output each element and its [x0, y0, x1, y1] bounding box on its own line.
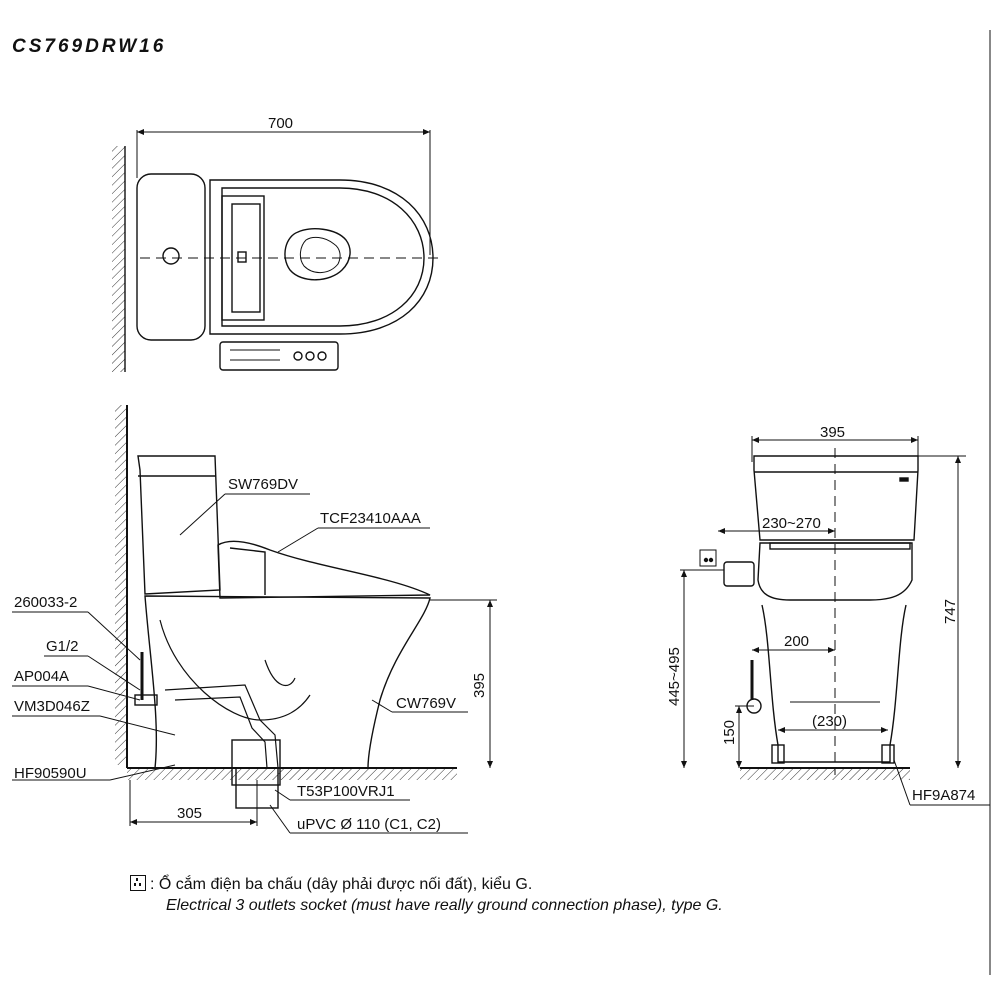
- label-tank: SW769DV: [228, 476, 298, 493]
- label-t53: T53P100VRJ1: [297, 783, 395, 800]
- socket-icon: [130, 875, 146, 891]
- side-wall-hatch: [115, 405, 127, 765]
- note-english: Electrical 3 outlets socket (must have r…: [166, 897, 723, 914]
- label-seat: TCF23410AAA: [320, 510, 421, 527]
- note-vietnamese-line: : Ổ cắm điện ba chấu (dây phải được nối …: [130, 874, 723, 895]
- dim-socket-offset: 230~270: [762, 515, 821, 532]
- side-seat: [217, 540, 431, 599]
- label-hf90590u: HF90590U: [14, 765, 87, 782]
- note-vietnamese: : Ổ cắm điện ba chấu (dây phải được nối …: [150, 876, 533, 893]
- dim-total-height: 747: [942, 599, 959, 624]
- top-width-label: 700: [268, 115, 293, 132]
- dim-rough-in: 305: [177, 805, 202, 822]
- dim-socket-height: 445~495: [666, 647, 683, 706]
- side-floor-hatch: [127, 768, 457, 780]
- label-vm3d: VM3D046Z: [14, 698, 90, 715]
- label-upvc: uPVC Ø 110 (C1, C2): [297, 816, 441, 833]
- label-g12: G1/2: [46, 638, 79, 655]
- side-bowl: [144, 595, 431, 769]
- front-view: [680, 436, 990, 806]
- top-view: [112, 129, 440, 372]
- top-seat-outline: [209, 179, 434, 335]
- dim-water-offset: 200: [784, 633, 809, 650]
- dim-front-width: 395: [820, 424, 845, 441]
- top-tank: [136, 173, 206, 341]
- top-wall-hatch: [112, 146, 125, 372]
- bowl-opening: [284, 228, 351, 281]
- model-title: CS769DRW16: [12, 36, 167, 57]
- side-tank: [137, 455, 221, 595]
- flush-button: [162, 247, 180, 265]
- dim-bolt-spacing: (230): [812, 713, 847, 730]
- label-hf9a874: HF9A874: [912, 787, 975, 804]
- front-pedestal: [761, 604, 907, 763]
- front-seat: [757, 542, 913, 601]
- socket-note: : Ổ cắm điện ba chấu (dây phải được nối …: [130, 874, 723, 916]
- label-260033: 260033-2: [14, 594, 77, 611]
- label-bowl: CW769V: [396, 695, 456, 712]
- dim-water-height: 150: [721, 720, 738, 745]
- dim-side-height: 395: [471, 673, 488, 698]
- front-floor-hatch: [740, 768, 910, 780]
- remote-control: [219, 341, 339, 371]
- label-ap004a: AP004A: [14, 668, 69, 685]
- side-view: [12, 405, 497, 834]
